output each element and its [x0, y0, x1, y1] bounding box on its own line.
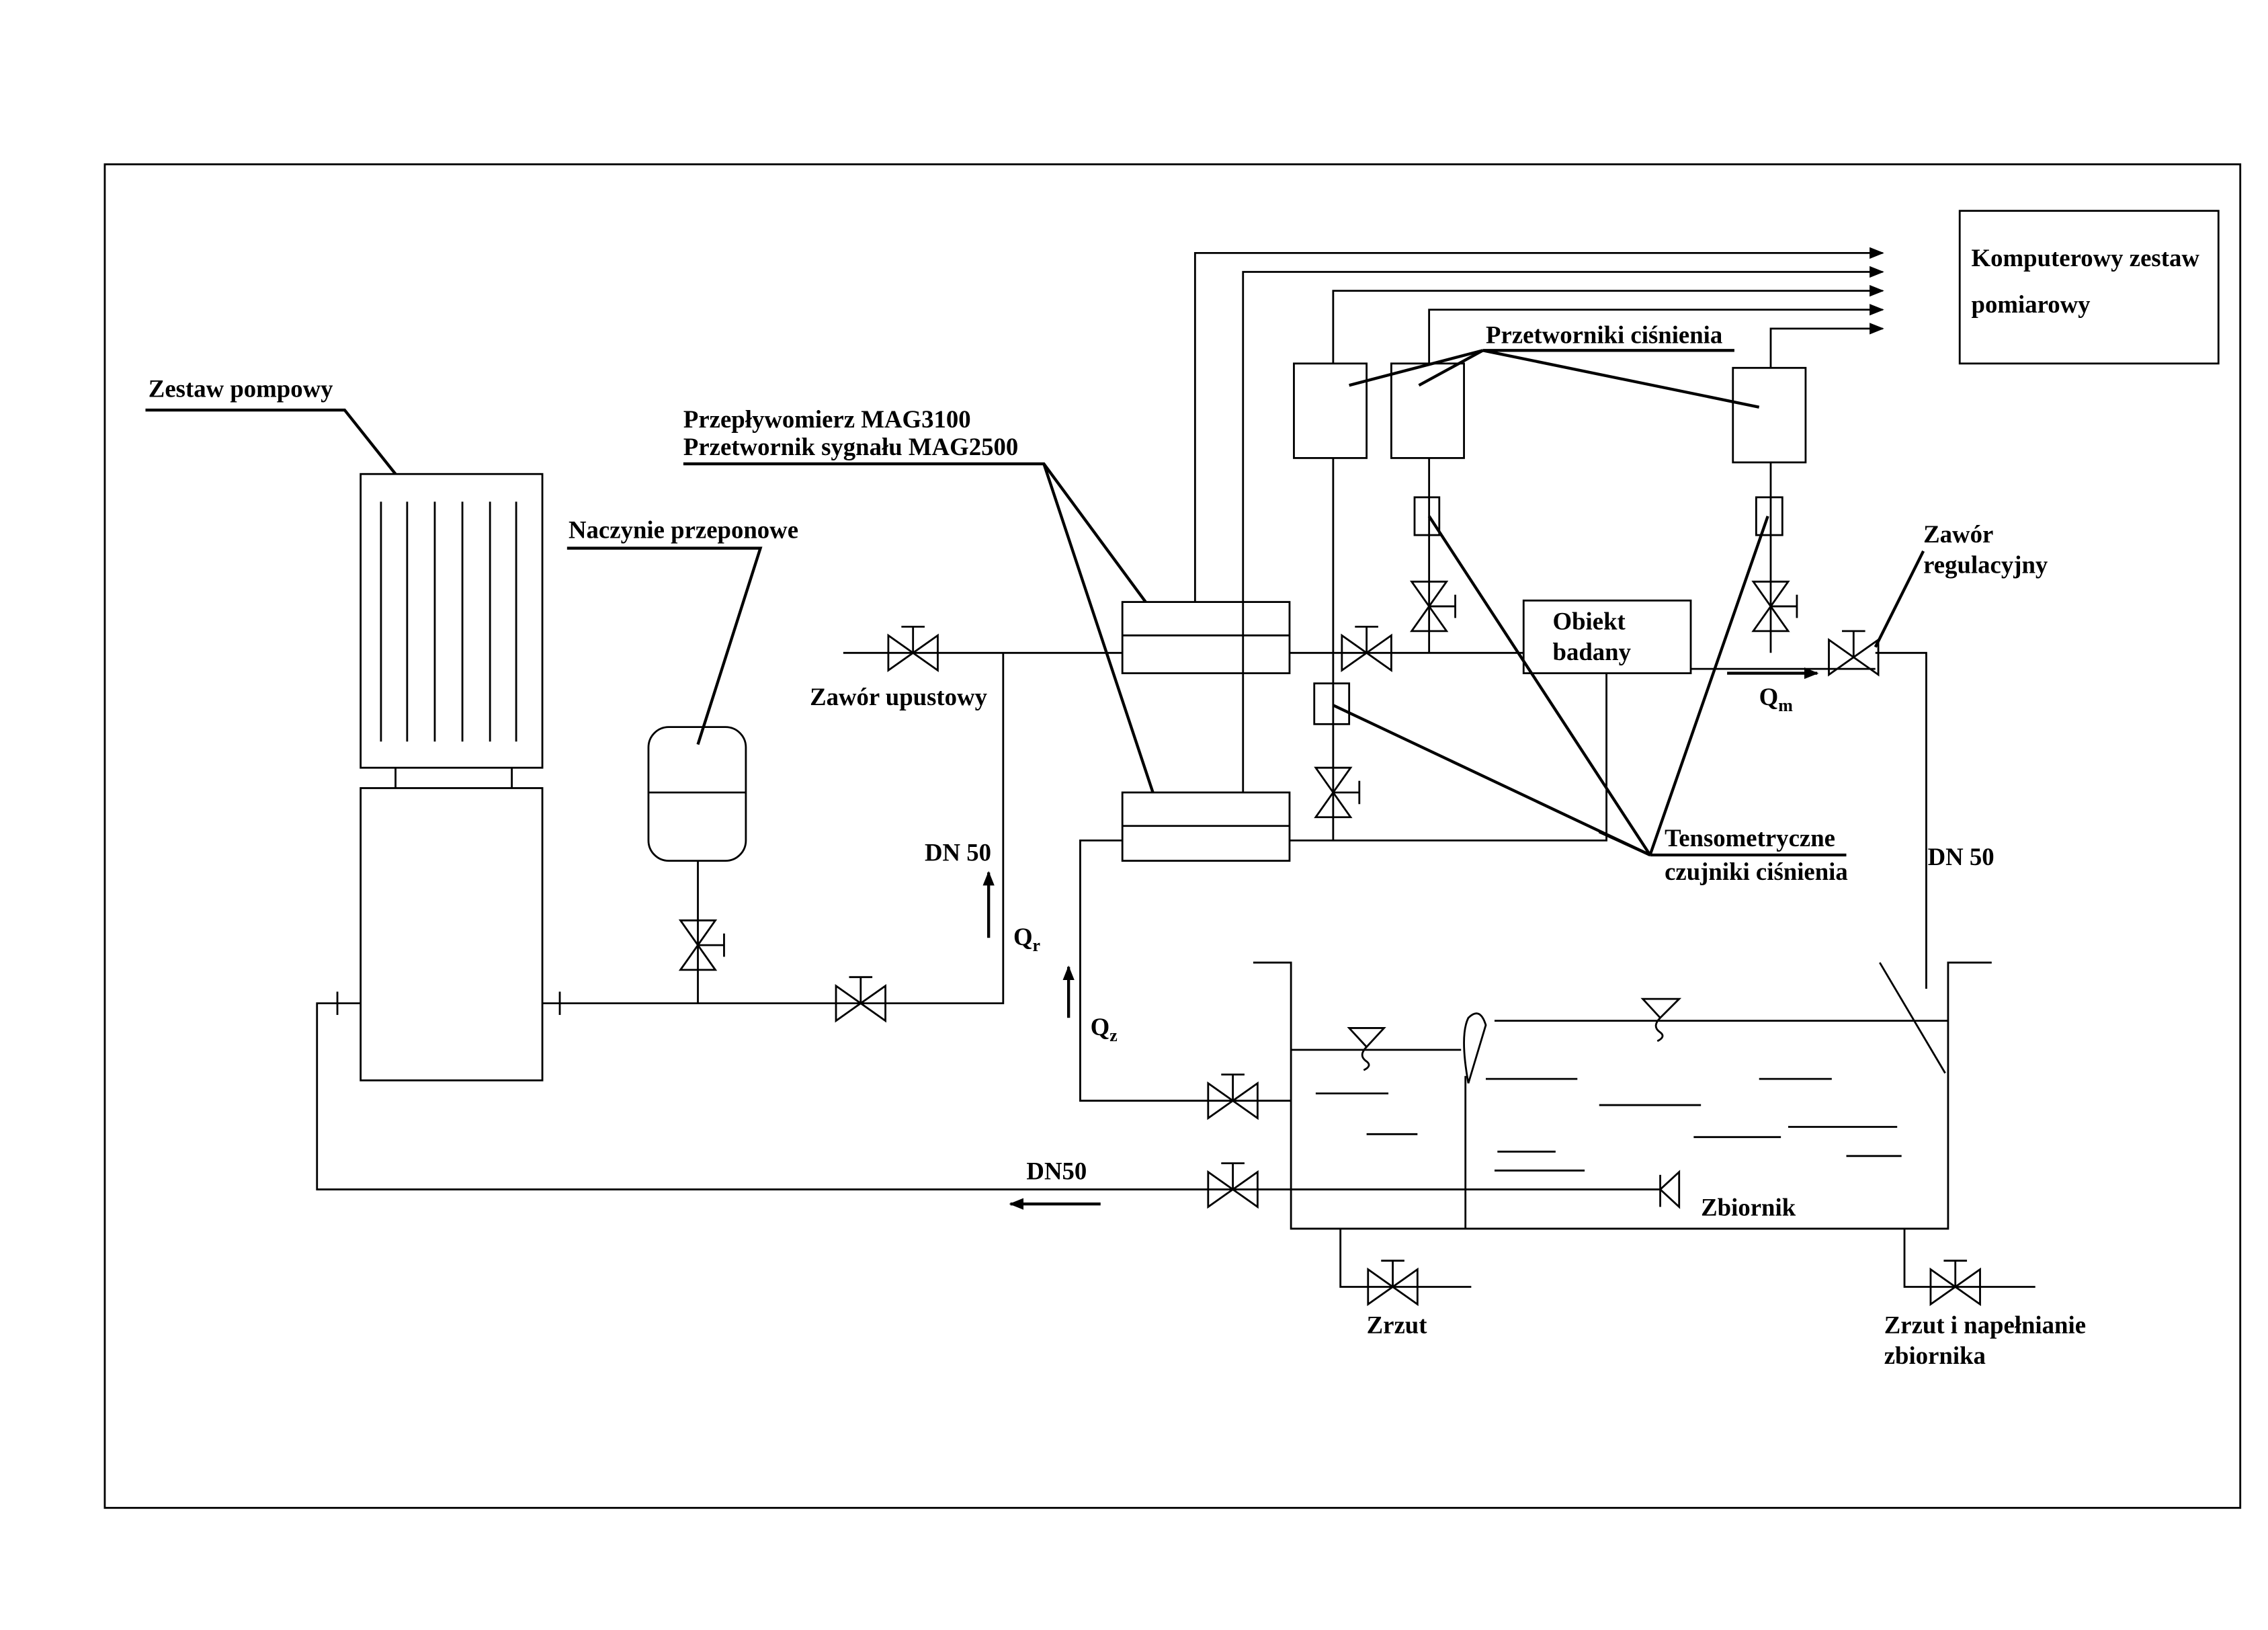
signal-line-2 [1242, 266, 1884, 792]
diaphragm-vessel [647, 726, 747, 862]
tank-inlet-valve-icon [1207, 1073, 1259, 1119]
dn50-right-label: DN 50 [1928, 843, 1994, 870]
pressure-transducers-label: Przetworniki ciśnienia [1486, 321, 1722, 349]
strain-sensor-1 [1413, 496, 1441, 536]
pump-set-leader [145, 408, 397, 475]
qm-subscript: m [1778, 696, 1793, 715]
signal-line-5 [1769, 323, 1884, 368]
check-valve-icon [1658, 1170, 1681, 1209]
strain-sensors-label-2: czujniki ciśnienia [1665, 858, 1848, 885]
drain-label: Zrzut [1367, 1311, 1428, 1339]
flowmeter-label-1: Przepływomierz MAG3100 [683, 405, 971, 433]
pipes [316, 458, 2035, 1288]
signal-line-4 [1428, 304, 1884, 364]
dn50-left-label: DN 50 [925, 839, 991, 866]
control-valve-label-1: Zawór [1923, 520, 1993, 548]
qz-label: Qz [1091, 1013, 1118, 1045]
dn50-bottom-label: DN50 [1026, 1157, 1087, 1184]
strain-sensor-2 [1755, 496, 1783, 536]
pump-discharge-valve-icon [835, 976, 886, 1022]
qr-symbol: Q [1013, 923, 1033, 950]
return-valve-icon [1207, 1162, 1259, 1208]
pressure-transducer-1 [1293, 362, 1368, 459]
drain-fill-valve-icon [1929, 1260, 1981, 1305]
drain-fill-label-1: Zrzut i napełnianie [1884, 1311, 2086, 1339]
strain-sensors-leaders [1332, 515, 1847, 857]
qm-symbol: Q [1759, 683, 1779, 710]
computer-label-2: pomiarowy [1972, 290, 2091, 318]
control-valve-leader [1874, 550, 1925, 648]
control-valve-label-2: regulacyjny [1923, 551, 2048, 578]
pump-motor [360, 473, 544, 769]
relief-valve-label: Zawór upustowy [810, 683, 988, 710]
pump-fins [380, 501, 517, 788]
frame [103, 163, 2242, 1509]
test-object-label-1: Obiekt [1553, 608, 1626, 635]
pump-set-label: Zestaw pompowy [149, 375, 333, 403]
diaphragm-vessel-leader [566, 546, 763, 745]
qr-label: Qr [1013, 923, 1040, 955]
computer-label-1: Komputerowy zestaw [1972, 244, 2200, 272]
test-object-box [1522, 600, 1692, 674]
relief-valve-icon [887, 625, 939, 671]
qm-label: Qm [1759, 683, 1794, 715]
signal-line-3 [1332, 284, 1884, 364]
strain-sensors-label-1: Tensometryczne [1665, 824, 1835, 852]
signal-line-1 [1193, 247, 1884, 602]
drain-valve-icon [1367, 1260, 1419, 1305]
tank-label: Zbiornik [1701, 1193, 1796, 1221]
inlet-valve-icon [1341, 625, 1392, 671]
computer-measurement-box [1958, 210, 2220, 365]
tank [1253, 961, 1992, 1230]
tap-valve-1-icon [1411, 580, 1456, 633]
drain-fill-label-2: zbiornika [1884, 1342, 1986, 1369]
pressure-transducer-2 [1390, 362, 1465, 459]
qz-symbol: Q [1091, 1013, 1110, 1041]
pump-body [360, 787, 544, 1082]
qz-subscript: z [1109, 1026, 1118, 1045]
diaphragm-vessel-label: Naczynie przeponowe [569, 516, 798, 543]
vessel-valve-icon [679, 919, 725, 971]
flowmeter-2 [1121, 791, 1291, 862]
tap-valve-2-icon [1752, 580, 1798, 633]
flowmeter-1 [1121, 601, 1291, 674]
pressure-transducer-3 [1732, 366, 1807, 464]
signal-lines [1193, 247, 1884, 792]
flowmeter-label-2: Przetwornik sygnału MAG2500 [683, 433, 1018, 460]
strain-sensor-3 [1313, 682, 1351, 725]
flowmeter-leaders [683, 462, 1154, 793]
pressure-transducers-leaders [1349, 349, 1760, 409]
tap-valve-3-icon [1314, 766, 1361, 819]
qr-subscript: r [1033, 936, 1041, 955]
test-object-label-2: badany [1553, 638, 1632, 665]
